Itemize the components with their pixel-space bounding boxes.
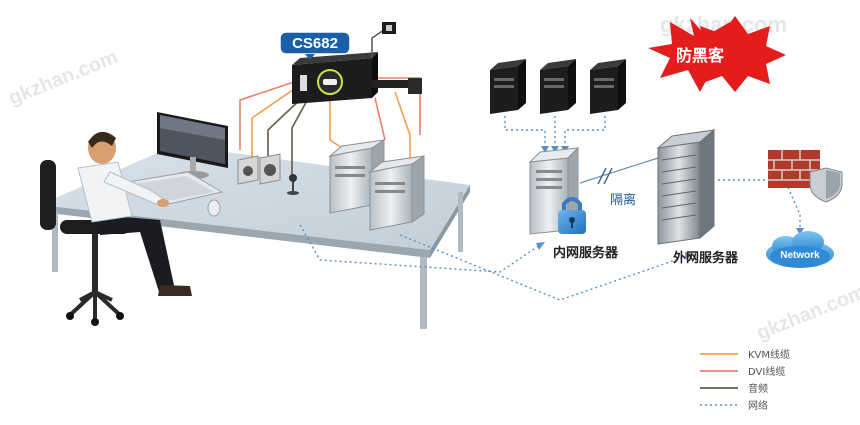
watermark-text-left: gkzhan.com bbox=[6, 46, 121, 110]
legend-label: 音频 bbox=[748, 382, 768, 395]
speaker-icon bbox=[237, 153, 281, 185]
server-tower-icon bbox=[540, 59, 576, 114]
anti-hacker-badge: 防黑客 bbox=[648, 16, 786, 92]
internal-server: 内网服务器 bbox=[528, 146, 619, 261]
legend-label: 网络 bbox=[748, 399, 768, 412]
pc-tower-icon bbox=[368, 155, 425, 231]
rack-server-icon: 外网服务器 bbox=[656, 128, 739, 266]
legend-item: 音频 bbox=[700, 382, 768, 395]
network-label: Network bbox=[780, 250, 820, 261]
legend-item: DVI线缆 bbox=[700, 365, 785, 378]
padlock-icon bbox=[558, 197, 586, 234]
kvm-cables bbox=[239, 77, 421, 175]
legend-label: DVI线缆 bbox=[748, 365, 785, 378]
legend-item: KVM线缆 bbox=[700, 348, 790, 361]
legend-label: KVM线缆 bbox=[748, 348, 790, 361]
anti-hacker-label: 防黑客 bbox=[676, 46, 725, 65]
internal-server-label: 内网服务器 bbox=[553, 245, 619, 261]
isolation-marker: 隔离 bbox=[579, 157, 659, 208]
external-server-label: 外网服务器 bbox=[672, 250, 739, 266]
arrowheads bbox=[536, 146, 804, 260]
legend-item: 网络 bbox=[700, 399, 768, 412]
network-links bbox=[299, 116, 801, 301]
firewall-icon bbox=[768, 150, 843, 203]
monitor-icon bbox=[157, 112, 228, 179]
watermark-text-right: gkzhan.com bbox=[754, 281, 860, 345]
cloud-icon: Network bbox=[766, 231, 834, 268]
server-tower-icon bbox=[490, 59, 526, 114]
kvm-switch: CS682 bbox=[279, 31, 422, 104]
microphone-icon bbox=[287, 174, 299, 195]
model-label: CS682 bbox=[292, 35, 338, 52]
user-icon bbox=[40, 131, 192, 326]
shield-icon bbox=[809, 167, 843, 203]
usb-plug-icon bbox=[371, 22, 396, 58]
server-tower-icon bbox=[590, 59, 626, 114]
isolation-label: 隔离 bbox=[610, 192, 636, 208]
mouse-icon bbox=[207, 199, 221, 217]
